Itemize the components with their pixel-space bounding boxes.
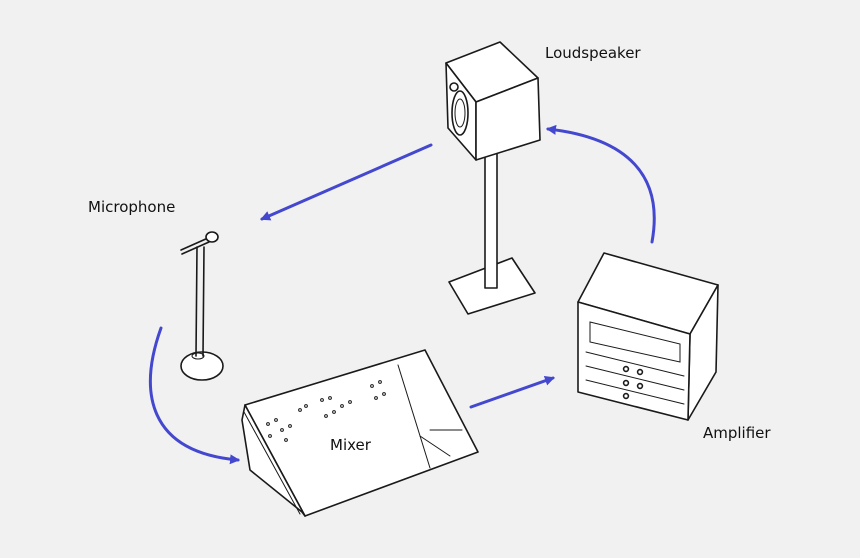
microphone-label: Microphone [88, 198, 176, 216]
arrow-amplifier-to-loudspeaker [546, 124, 656, 244]
loudspeaker-illustration [445, 41, 541, 315]
amplifier-illustration [577, 252, 719, 421]
microphone-illustration [180, 231, 224, 381]
arrow-loudspeaker-to-microphone [260, 143, 433, 221]
amplifier-label: Amplifier [703, 424, 771, 442]
mixer-label: Mixer [330, 436, 371, 454]
arrow-mixer-to-amplifier [469, 375, 555, 409]
mixer-illustration [241, 349, 479, 517]
loudspeaker-label: Loudspeaker [545, 44, 641, 62]
arrow-microphone-to-mixer [149, 326, 240, 465]
